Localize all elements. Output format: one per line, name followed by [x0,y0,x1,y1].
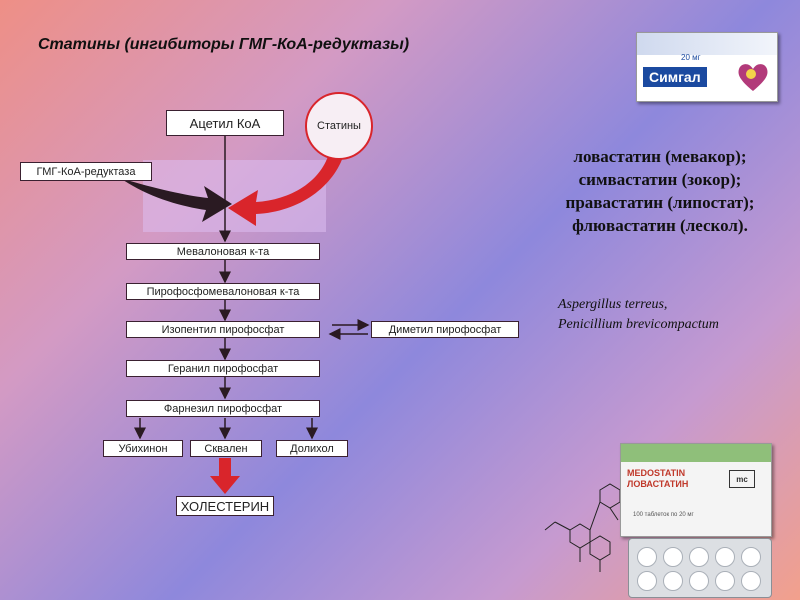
squalene-box: Сквален [190,440,262,457]
statins-curved-arrow [228,150,344,226]
tablet [637,571,657,591]
tablet [663,547,683,567]
drug-item: флювастатин (лескол). [572,216,748,235]
heart-logo-icon [738,64,768,91]
pyrophosphomevalonic-box: Пирофосфомевалоновая к-та [126,283,320,300]
hmg-coa-reductase-box: ГМГ-КоА-редуктаза [20,162,152,181]
blister-pack-image [628,538,772,598]
cholesterol-box: ХОЛЕСТЕРИН [176,496,274,516]
ubiquinone-box: Убихинон [103,440,183,457]
medostatin-subname: ЛОВАСТАТИН [627,479,689,489]
acetyl-coa-box: Ацетил КоА [166,110,284,136]
medostatin-package-image: MEDOSTATIN ЛОВАСТАТИН mc 100 таблеток по… [620,443,772,537]
tablet [741,547,761,567]
squalene-to-cholesterol-arrow [210,458,240,494]
package-band [621,444,771,462]
species-item: Aspergillus terreus, [558,297,668,312]
statin-drug-list: ловастатин (мевакор); симвастатин (зокор… [520,145,800,237]
drug-item: симвастатин (зокор); [578,170,742,189]
tablet [741,571,761,591]
species-item: Penicillium brevicompactum [558,317,719,332]
tablet [715,571,735,591]
tablet [689,547,709,567]
mevalonic-acid-box: Мевалоновая к-та [126,243,320,260]
statins-circle: Статины [305,92,373,160]
reductase-curved-arrow [120,178,232,222]
farnesyl-pyrophosphate-box: Фарнезил пирофосфат [126,400,320,417]
dolichol-box: Долихол [276,440,348,457]
manufacturer-logo: mc [729,470,755,488]
drug-item: правастатин (липостат); [565,193,755,212]
tablet [637,547,657,567]
tablet [689,571,709,591]
medostatin-brand: MEDOSTATIN ЛОВАСТАТИН [627,468,688,490]
drug-item: ловастатин (мевакор); [573,147,747,166]
simgal-name: Симгал [643,67,707,87]
slide-title: Статины (ингибиторы ГМГ-КоА-редуктазы) [38,36,410,53]
pack-text: 100 таблеток по 20 мг [633,512,694,518]
simgal-package-image: 20 мг Симгал [636,32,778,102]
medostatin-name: MEDOSTATIN [627,468,686,478]
simgal-dose: 20 мг [681,53,701,62]
isopentenyl-pyrophosphate-box: Изопентил пирофосфат [126,321,320,338]
tablet [663,571,683,591]
tablet [715,547,735,567]
source-species: Aspergillus terreus, Penicillium brevico… [558,295,719,335]
geranyl-pyrophosphate-box: Геранил пирофосфат [126,360,320,377]
package-band [637,33,777,55]
dimethyl-pyrophosphate-box: Диметил пирофосфат [371,321,519,338]
